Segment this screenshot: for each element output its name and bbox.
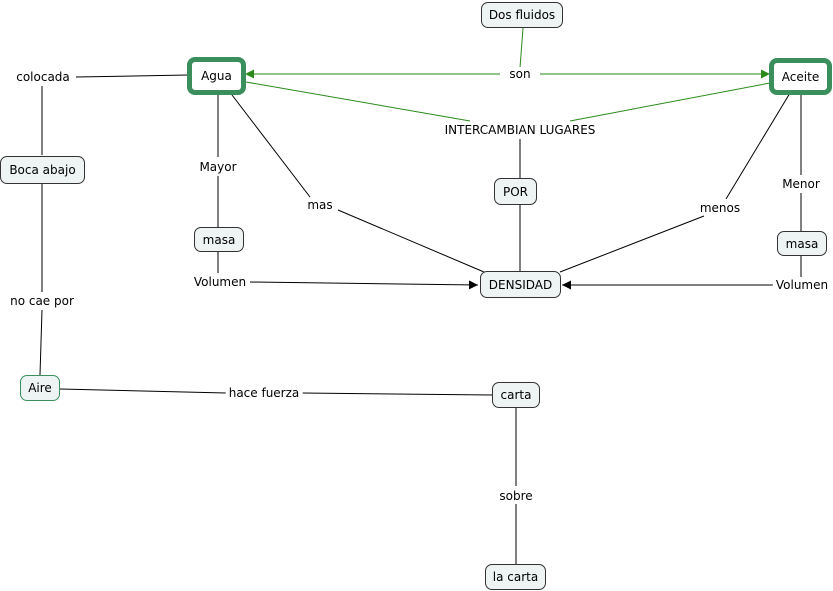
node-aceite-label: Aceite (781, 69, 820, 84)
edge-aire-hacefuerza (59, 388, 227, 394)
node-carta-label: carta (500, 388, 532, 402)
edge-agua-mas (231, 94, 311, 198)
node-dos-fluidos-label: Dos fluidos (488, 8, 556, 22)
node-la-carta-label: la carta (492, 570, 539, 584)
edge-volumen-densidad (249, 280, 479, 290)
node-masa-right[interactable]: masa (777, 231, 827, 256)
node-aire[interactable]: Aire (20, 375, 60, 401)
edge-intercambian-aceite (569, 82, 771, 122)
edge-intercambian-agua (245, 81, 471, 122)
edge-nocae-aire (39, 309, 43, 376)
link-menos: menos (696, 201, 744, 215)
link-mayor: Mayor (196, 160, 240, 174)
node-masa-left[interactable]: masa (194, 227, 244, 252)
link-mas: mas (304, 198, 336, 212)
link-volumen-left: Volumen (190, 275, 250, 289)
edge-menos-densidad (559, 215, 705, 273)
link-colocada: colocada (13, 70, 73, 84)
link-volumen-right: Volumen (772, 278, 832, 292)
edge-mas-densidad (337, 209, 485, 273)
link-sobre: sobre (496, 489, 536, 503)
node-carta[interactable]: carta (492, 382, 540, 408)
edge-dosfluidos-son (519, 27, 524, 69)
node-aceite[interactable]: Aceite (769, 58, 832, 95)
link-intercambian-lugares: INTERCAMBIAN LUGARES (441, 123, 599, 137)
node-por-label: POR (502, 184, 529, 199)
node-densidad-label: DENSIDAD (488, 277, 553, 292)
link-no-cae-por: no cae por (7, 294, 77, 308)
link-menor: Menor (779, 177, 823, 191)
node-agua[interactable]: Agua (187, 57, 246, 95)
node-dos-fluidos[interactable]: Dos fluidos (481, 2, 563, 28)
node-agua-label: Agua (201, 69, 232, 83)
node-densidad[interactable]: DENSIDAD (480, 271, 561, 298)
node-la-carta[interactable]: la carta (485, 564, 546, 590)
node-masa-right-label: masa (785, 236, 819, 251)
node-aire-label: Aire (28, 381, 52, 395)
edge-agua-colocada (75, 74, 189, 78)
edge-hacefuerza-carta (301, 392, 493, 396)
link-son: son (506, 67, 534, 81)
link-hace-fuerza: hace fuerza (225, 386, 303, 400)
node-por[interactable]: POR (494, 178, 537, 205)
edge-aceite-menos (725, 92, 791, 200)
node-boca-abajo-label: Boca abajo (9, 163, 76, 177)
node-boca-abajo[interactable]: Boca abajo (0, 156, 85, 184)
node-masa-left-label: masa (202, 232, 236, 247)
